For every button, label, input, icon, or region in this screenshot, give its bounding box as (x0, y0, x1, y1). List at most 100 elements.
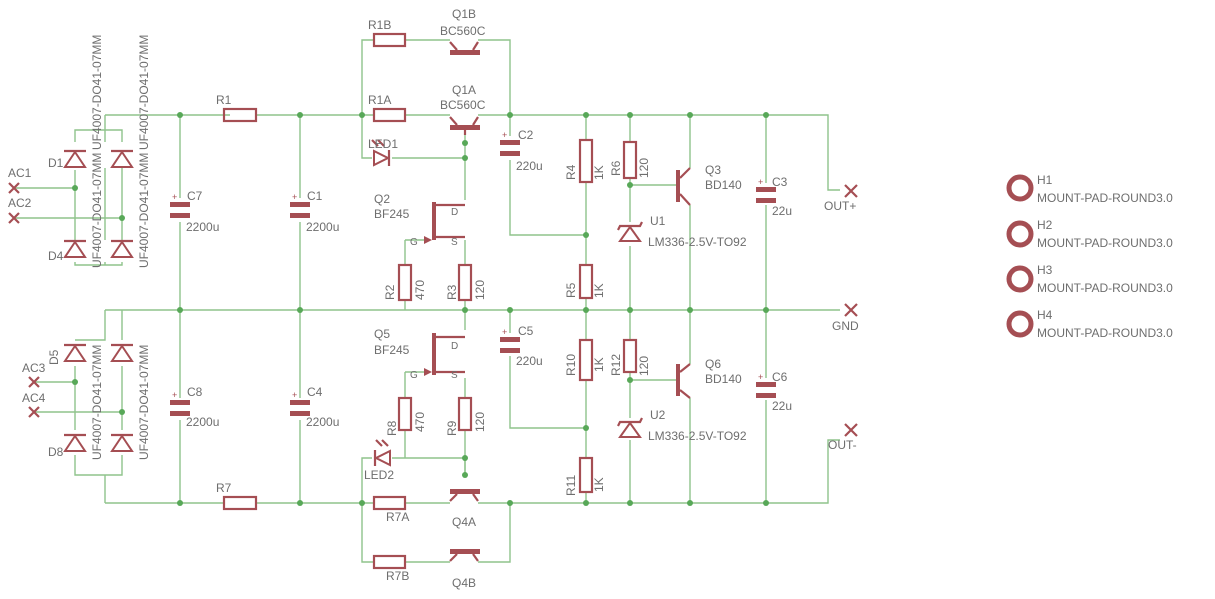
label-r9-val: 120 (473, 412, 487, 432)
label-d4-val: UF4007-DO41-07MM (90, 153, 104, 268)
label-c3: C3 (772, 175, 788, 189)
label-out-plus: OUT+ (824, 199, 856, 213)
label-r1b: R1B (368, 18, 391, 32)
resistor-r2 (397, 263, 413, 302)
label-q2-val: BF245 (374, 207, 410, 221)
resistor-r6 (622, 140, 638, 180)
resistor-r3 (457, 263, 473, 302)
connector-marks (8, 182, 858, 437)
resistor-r1a (372, 107, 407, 123)
transistor-q2 (424, 202, 465, 244)
transistor-q5 (424, 333, 465, 376)
resistor-r1b (372, 32, 407, 48)
label-r4-val: 1K (592, 165, 606, 180)
label-q5-val: BF245 (374, 343, 410, 357)
label-r8-val: 470 (413, 412, 427, 432)
label-r8: R8 (385, 420, 399, 436)
capacitor-c5: + (500, 327, 520, 353)
label-led1: LED1 (368, 137, 398, 151)
svg-text:+: + (758, 177, 763, 187)
mount-hole-h2 (1006, 220, 1034, 248)
wires (14, 39, 840, 563)
label-ac4: AC4 (22, 391, 46, 405)
label-h4-val: MOUNT-PAD-ROUND3.0 (1037, 326, 1173, 340)
label-c4-val: 2200u (306, 415, 339, 429)
label-h2: H2 (1037, 218, 1053, 232)
label-d3-val: UF4007-DO41-07MM (137, 153, 151, 268)
label-r5-val: 1K (592, 283, 606, 298)
resistor-r7b (372, 554, 407, 570)
label-h4: H4 (1037, 308, 1053, 322)
references-and-leds (371, 139, 643, 467)
label-d2-val: UF4007-DO41-07MM (137, 35, 151, 150)
label-r7b: R7B (386, 569, 409, 583)
svg-text:+: + (172, 192, 177, 202)
label-h1-val: MOUNT-PAD-ROUND3.0 (1037, 191, 1173, 205)
label-c6: C6 (772, 370, 788, 384)
label-r4: R4 (564, 164, 578, 180)
label-ac2: AC2 (8, 196, 32, 210)
label-q2-d: D (451, 207, 458, 218)
label-c7: C7 (187, 189, 203, 203)
label-q5-g: G (410, 370, 418, 381)
resistor-r4 (578, 138, 594, 184)
label-d8: D8 (48, 445, 64, 459)
resistor-r7 (222, 495, 258, 511)
label-d6-val: UF4007-DO41-07MM (137, 345, 151, 460)
label-q5-d: D (451, 341, 458, 352)
diode-d1 (63, 149, 87, 168)
zener-u1 (617, 221, 643, 242)
resistor-r1 (222, 107, 258, 123)
transistor-q6 (676, 363, 691, 399)
label-r2: R2 (383, 284, 397, 300)
resistor-r8 (397, 396, 413, 432)
svg-text:+: + (292, 192, 297, 202)
label-r1: R1 (216, 93, 232, 107)
diode-d5 (63, 343, 87, 362)
mounting-holes (1006, 174, 1034, 338)
resistor-r7a (372, 495, 407, 511)
label-q1a: Q1A (452, 83, 476, 97)
label-q3: Q3 (705, 163, 721, 177)
label-q6-val: BD140 (705, 372, 742, 386)
label-d5: D5 (47, 349, 61, 365)
label-q1b-val: BC560C (440, 24, 486, 38)
label-led2: LED2 (364, 468, 394, 482)
label-r10: R10 (564, 354, 578, 376)
bridge-diodes (63, 149, 134, 452)
label-c6-val: 22u (772, 399, 792, 413)
capacitor-c3: + (756, 177, 776, 203)
capacitor-c2: + (500, 130, 520, 156)
label-r3: R3 (445, 284, 459, 300)
label-u2: U2 (650, 408, 666, 422)
capacitors: + + + + + + + + (170, 130, 776, 416)
label-h3-val: MOUNT-PAD-ROUND3.0 (1037, 281, 1173, 295)
zener-u2 (617, 417, 643, 438)
label-h2-val: MOUNT-PAD-ROUND3.0 (1037, 236, 1173, 250)
label-r11: R11 (564, 475, 578, 496)
label-r5: R5 (564, 282, 578, 298)
label-ac3: AC3 (22, 361, 46, 375)
transistor-q1b (449, 41, 480, 55)
diode-d1b (110, 149, 134, 168)
svg-text:+: + (758, 372, 763, 382)
label-d1-val: UF4007-DO41-07MM (90, 35, 104, 150)
label-d5-val: UF4007-DO41-07MM (90, 345, 104, 460)
diode-d8 (63, 433, 87, 452)
label-c1: C1 (307, 189, 323, 203)
junctions (72, 112, 769, 506)
label-q5: Q5 (374, 327, 390, 341)
diode-d4 (63, 239, 87, 258)
led2 (373, 439, 391, 467)
capacitor-c7: + (170, 192, 190, 218)
label-out-minus: OUT- (828, 438, 857, 452)
label-c8-val: 2200u (186, 415, 219, 429)
label-q6: Q6 (705, 357, 721, 371)
label-ac1: AC1 (8, 166, 32, 180)
transistor-q3 (676, 167, 691, 206)
svg-text:+: + (292, 390, 297, 400)
capacitor-c6: + (756, 372, 776, 398)
label-r1a: R1A (368, 93, 391, 107)
capacitor-c8: + (170, 390, 190, 416)
